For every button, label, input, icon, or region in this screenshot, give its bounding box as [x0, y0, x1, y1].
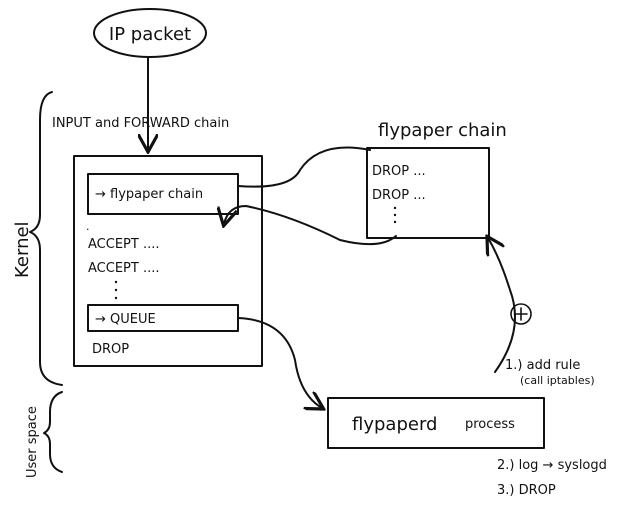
process-suffix: process [465, 417, 515, 432]
kernel-label: Kernel [12, 221, 33, 278]
step-1-add-rule: 1.) add rule [505, 358, 580, 373]
chain-vertical-dots [114, 280, 118, 300]
flypaper-chain-title: flypaper chain [378, 120, 507, 141]
step-3-drop: 3.) DROP [497, 483, 556, 498]
step-2-log: 2.) log → syslogd [497, 458, 607, 473]
accept-rule-1: ACCEPT .... [88, 237, 159, 252]
flypaper-drop-rule-2: DROP ... [372, 188, 426, 203]
ip-packet-node: IP packet [93, 8, 207, 58]
ip-packet-label: IP packet [109, 24, 191, 45]
input-forward-chain-title: INPUT and FORWARD chain [52, 116, 229, 131]
process-name: flypaperd [352, 414, 437, 435]
accept-rule-2: ACCEPT .... [88, 261, 159, 276]
kernel-brace [29, 91, 63, 386]
flypaper-chain-box [366, 147, 490, 239]
plus-symbol [510, 303, 532, 325]
return-from-flypaper-chain [224, 205, 397, 246]
input-forward-chain-box [73, 155, 263, 367]
user-space-label: User space [25, 406, 40, 478]
default-drop-rule: DROP [92, 342, 129, 357]
flypaper-jump-rule: → flypaper chain [95, 187, 203, 202]
jump-to-flypaper-chain [237, 146, 371, 188]
add-rule-arrow [488, 238, 516, 373]
flypaper-vertical-dots [393, 206, 397, 224]
user-space-brace [43, 391, 63, 473]
queue-rule: → QUEUE [95, 312, 156, 327]
queue-to-process-arrow [237, 317, 322, 408]
ip-packet-ellipse [93, 8, 207, 58]
flypaperd-process-box [327, 397, 545, 449]
flypaper-drop-rule-1: DROP ... [372, 164, 426, 179]
flypaper-jump-rule-box [87, 173, 239, 215]
step-1-note: (call iptables) [520, 374, 595, 387]
chain-continuation-dots: . [86, 220, 90, 233]
